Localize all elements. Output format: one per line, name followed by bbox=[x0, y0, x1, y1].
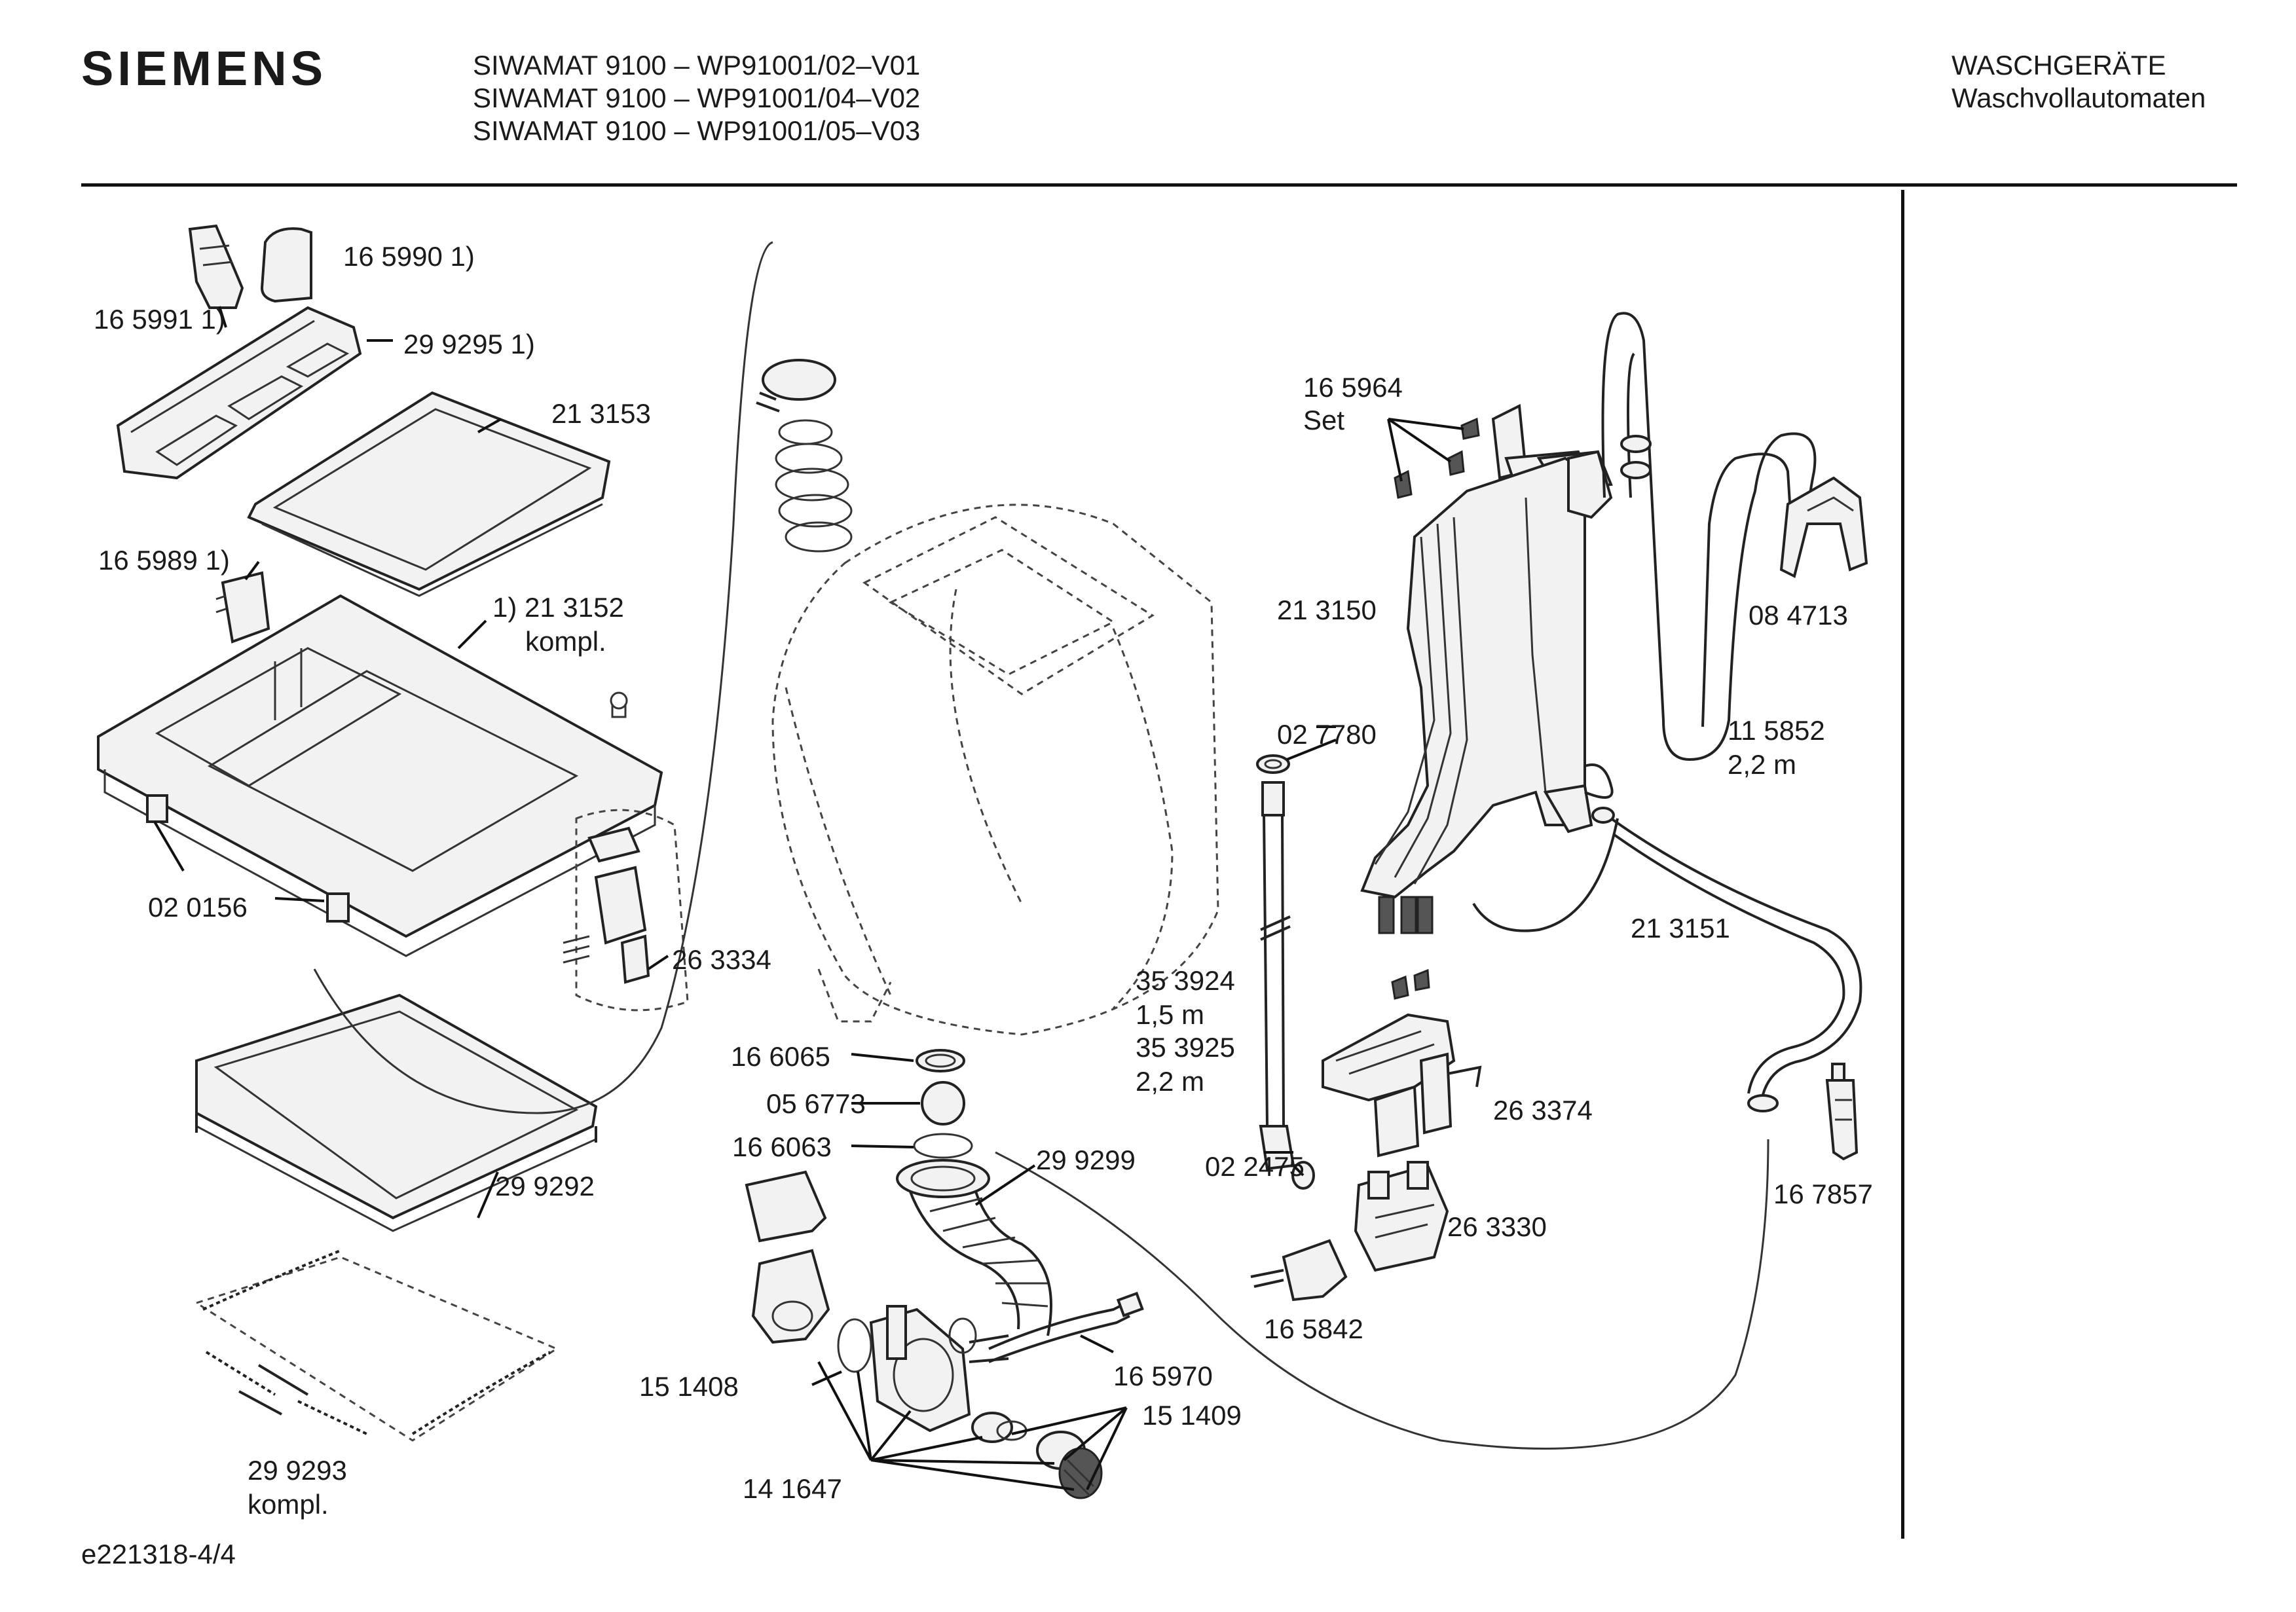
label-299292: 29 9292 bbox=[495, 1171, 595, 1201]
ring-clip-part bbox=[913, 1133, 973, 1159]
top-panel-part bbox=[97, 594, 663, 957]
label-353924-length: 1,5 m bbox=[1136, 999, 1205, 1030]
label-022475: 02 2475 bbox=[1205, 1151, 1305, 1182]
side-divider bbox=[1901, 190, 1904, 1539]
label-299299: 29 9299 bbox=[1036, 1145, 1136, 1175]
tub-part bbox=[771, 504, 1219, 1036]
inlet-hose-part bbox=[1256, 754, 1315, 1190]
label-115852: 11 5852 bbox=[1728, 715, 1825, 746]
dispenser-drawer-part bbox=[116, 306, 362, 480]
label-213153: 21 3153 bbox=[551, 398, 651, 429]
document-code: e221318-4/4 bbox=[81, 1539, 236, 1569]
model-line-3: SIWAMAT 9100 – WP91001/05–V03 bbox=[473, 115, 921, 146]
label-263334: 26 3334 bbox=[672, 944, 771, 975]
brand-logo: SIEMENS bbox=[81, 41, 327, 96]
label-167857: 16 7857 bbox=[1773, 1179, 1873, 1209]
label-213152-kompl: kompl. bbox=[525, 626, 606, 657]
solenoid-valve-part bbox=[1354, 1161, 1449, 1272]
label-165990: 16 5990 1) bbox=[343, 241, 475, 272]
label-020156: 02 0156 bbox=[148, 892, 248, 923]
label-056773: 05 6773 bbox=[766, 1088, 866, 1119]
label-165991: 16 5991 1) bbox=[94, 304, 225, 335]
door-lock-group bbox=[563, 809, 689, 1012]
drain-hose-bellows-part bbox=[896, 1159, 1052, 1336]
drain-hose-long bbox=[995, 1139, 1769, 1450]
label-151408: 15 1408 bbox=[639, 1371, 739, 1402]
label-165964: 16 5964 bbox=[1303, 372, 1403, 403]
pump-motor-part bbox=[745, 1170, 830, 1344]
label-353925-length: 2,2 m bbox=[1136, 1066, 1205, 1097]
clip-bracket-part bbox=[1779, 476, 1868, 578]
seal-ring-part bbox=[916, 1049, 965, 1072]
label-299295: 29 9295 1) bbox=[403, 329, 535, 359]
label-115852-length: 2,2 m bbox=[1728, 749, 1797, 780]
label-353925: 35 3925 bbox=[1136, 1032, 1235, 1063]
outlet-hose-part bbox=[1472, 763, 1619, 932]
valve-caps-part bbox=[1394, 417, 1480, 499]
hinge-pins-part bbox=[146, 794, 350, 923]
venting-hose-part bbox=[1601, 312, 1817, 761]
label-141647: 14 1647 bbox=[743, 1473, 842, 1504]
hose-holder-part bbox=[1825, 1063, 1859, 1161]
label-299293-kompl: kompl. bbox=[248, 1489, 329, 1520]
drum-outline-curve bbox=[313, 241, 773, 1114]
label-166063: 16 6063 bbox=[732, 1131, 832, 1162]
label-353924: 35 3924 bbox=[1136, 965, 1235, 996]
spring-kit-part bbox=[194, 1249, 559, 1442]
header-divider bbox=[81, 183, 2237, 187]
filter-parts bbox=[971, 1412, 1103, 1499]
label-165964-set: Set bbox=[1303, 405, 1345, 435]
drawer-tray-part bbox=[247, 391, 611, 597]
small-clip-part bbox=[215, 571, 270, 644]
model-line-1: SIWAMAT 9100 – WP91001/02–V01 bbox=[473, 50, 921, 81]
inlet-valve-small-part bbox=[1322, 968, 1482, 1158]
label-263374: 26 3374 bbox=[1493, 1095, 1593, 1126]
drain-hose-part bbox=[1591, 807, 1862, 1112]
label-299293: 29 9293 bbox=[248, 1455, 347, 1486]
dispenser-manifold-part bbox=[1360, 450, 1613, 934]
bellows-part bbox=[756, 359, 853, 553]
leader-lines bbox=[153, 306, 1464, 1491]
suppressor-part bbox=[1250, 1239, 1348, 1302]
category-title: WASCHGERÄTE bbox=[1952, 50, 2166, 81]
label-213151: 21 3151 bbox=[1631, 913, 1730, 943]
label-213150: 21 3150 bbox=[1277, 595, 1377, 625]
drawer-handle-part bbox=[188, 224, 312, 309]
label-213152: 1) 21 3152 bbox=[492, 592, 624, 623]
category-subtitle: Waschvollautomaten bbox=[1952, 82, 2206, 113]
hose-clamp-part bbox=[948, 1291, 1144, 1363]
label-263330: 26 3330 bbox=[1447, 1211, 1547, 1242]
label-165842: 16 5842 bbox=[1264, 1313, 1363, 1344]
label-084713: 08 4713 bbox=[1749, 600, 1848, 631]
model-line-2: SIWAMAT 9100 – WP91001/04–V02 bbox=[473, 82, 921, 113]
label-027780: 02 7780 bbox=[1277, 719, 1377, 750]
door-gasket-part bbox=[195, 993, 598, 1232]
label-165989: 16 5989 1) bbox=[98, 545, 230, 576]
label-151409: 15 1409 bbox=[1142, 1400, 1242, 1431]
label-165970: 16 5970 bbox=[1113, 1361, 1213, 1391]
ball-part bbox=[921, 1081, 965, 1126]
label-166065: 16 6065 bbox=[731, 1041, 830, 1072]
pump-o-ring-part bbox=[837, 1318, 872, 1373]
